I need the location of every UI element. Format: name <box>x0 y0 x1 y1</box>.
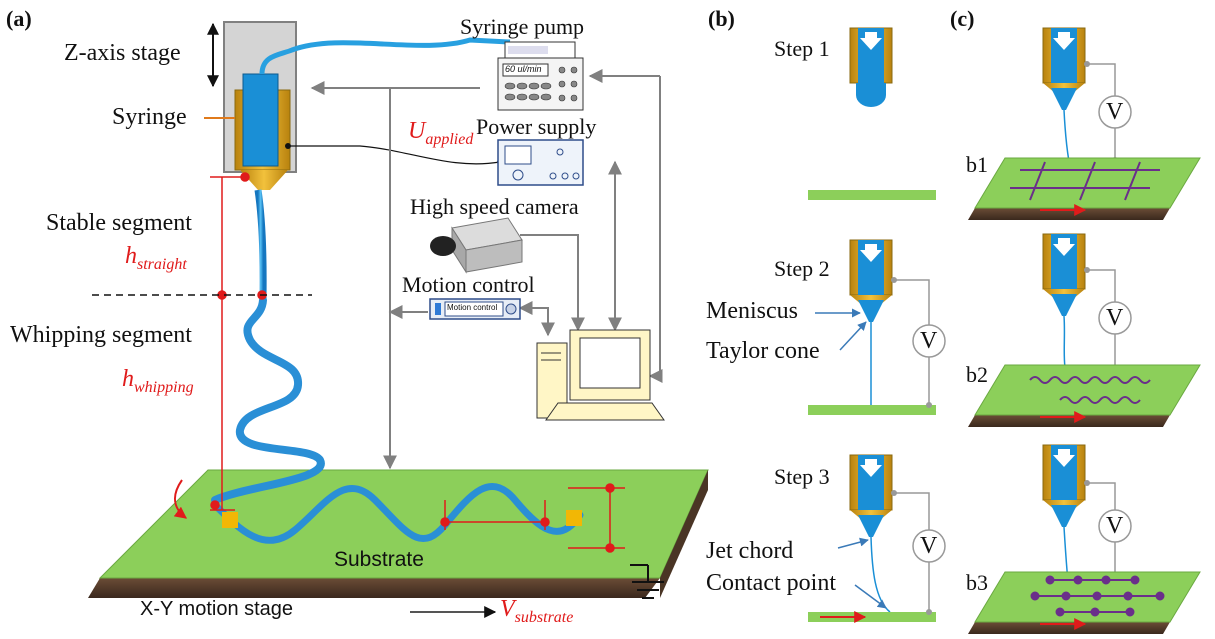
taylor-cone-label: Taylor cone <box>706 338 820 364</box>
c1-voltmeter-text: V <box>1106 99 1124 125</box>
step2-substrate <box>808 405 936 415</box>
h-whipping-label: hwhipping <box>122 366 194 396</box>
contact-point-label: Contact point <box>706 570 836 596</box>
syringe-icon <box>204 73 291 190</box>
deposited-fiber <box>211 483 584 544</box>
step2-label: Step 2 <box>774 256 830 281</box>
rotation-arrow <box>173 479 187 519</box>
step3-circuit <box>891 490 946 615</box>
computer-icon <box>536 329 665 421</box>
contact-pad-right <box>566 510 582 526</box>
high-speed-camera-label: High speed camera <box>410 194 579 219</box>
stable-jet <box>254 189 267 301</box>
c3-voltmeter-text: V <box>1106 513 1124 539</box>
xy-motion-stage <box>88 469 709 598</box>
z-axis-stage-label: Z-axis stage <box>64 40 181 66</box>
taylor-cone-pointer <box>839 321 867 351</box>
whipping-jet <box>211 296 325 504</box>
step1-label: Step 1 <box>774 36 830 61</box>
b3-label: b3 <box>966 570 988 595</box>
whipping-segment-label: Whipping segment <box>10 322 192 348</box>
c1-grid-pattern <box>1010 161 1160 201</box>
substrate-label: Substrate <box>334 548 424 571</box>
step3-substrate <box>808 612 936 622</box>
step1-substrate <box>808 190 936 200</box>
step3-label: Step 3 <box>774 464 830 489</box>
c1-circuit <box>1084 61 1132 163</box>
panel-b <box>808 27 946 623</box>
jet-chord-pointer <box>837 537 869 549</box>
control-arrows <box>310 69 663 470</box>
pump-display-text: 60 ul/min <box>505 64 542 74</box>
dimension-lines <box>210 172 625 553</box>
u-applied-label: Uapplied <box>408 118 474 148</box>
panel-a <box>88 21 709 599</box>
step2-circuit <box>891 277 946 408</box>
panel-a-label: (a) <box>6 6 32 31</box>
panel-c <box>968 27 1201 634</box>
meniscus-label: Meniscus <box>706 298 798 324</box>
step3-voltmeter-text: V <box>920 533 938 559</box>
syringe-label: Syringe <box>112 104 187 130</box>
step1-nozzle <box>849 27 893 107</box>
jet-chord-label: Jet chord <box>706 538 794 564</box>
power-supply-icon <box>497 139 584 186</box>
syringe-pump-icon <box>497 41 584 111</box>
motion-control-icon <box>429 298 521 320</box>
panel-c-label: (c) <box>950 6 975 31</box>
motion-control-label: Motion control <box>402 272 535 297</box>
power-wire <box>288 145 501 165</box>
stable-segment-label: Stable segment <box>46 210 192 236</box>
fluid-tube <box>259 37 511 75</box>
step3-nozzle <box>849 454 893 613</box>
step2-nozzle <box>849 239 893 405</box>
xy-stage-label: X-Y motion stage <box>140 598 294 620</box>
panel-b-label: (b) <box>708 6 735 31</box>
h-straight-label: hstraight <box>125 243 187 273</box>
v-substrate-label: Vsubstrate <box>500 596 574 626</box>
step2-voltmeter-text: V <box>920 328 938 354</box>
b2-label: b2 <box>966 362 988 387</box>
contact-pad-left <box>222 512 238 528</box>
b1-label: b1 <box>966 152 988 177</box>
syringe-pump-label: Syringe pump <box>460 14 585 39</box>
c2-voltmeter-text: V <box>1106 305 1124 331</box>
power-supply-label: Power supply <box>476 114 597 139</box>
c3-nozzle <box>1042 444 1086 601</box>
high-speed-camera-icon <box>430 217 523 274</box>
c3-dot-pattern <box>1030 575 1165 617</box>
motion-control-box-text: Motion control <box>447 303 498 312</box>
c3-circuit <box>1084 480 1132 581</box>
contact-point-pointer <box>854 584 887 609</box>
c2-wave-pattern <box>1029 376 1151 404</box>
ground-icon <box>630 564 664 599</box>
